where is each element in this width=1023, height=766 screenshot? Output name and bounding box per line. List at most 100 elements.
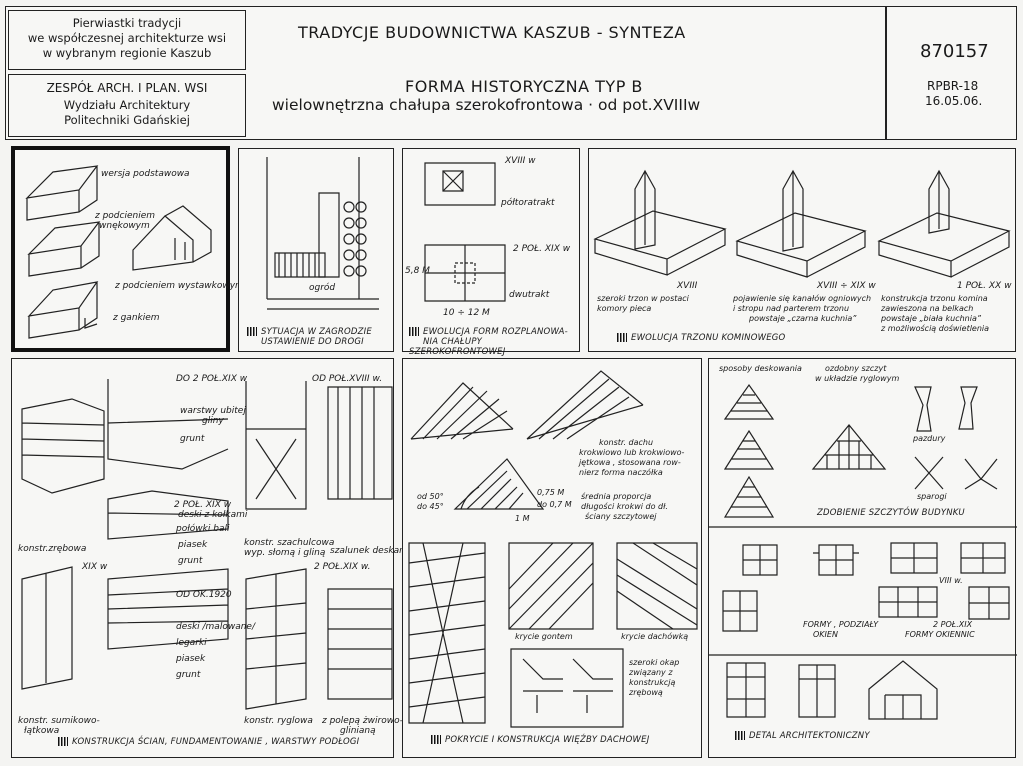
gable-lbl-4: pazdury [913,434,946,443]
chimney-note-3d: z możliwością doświetlenia [881,324,990,333]
evo-label-width: 10 ÷ 12 M [443,308,490,318]
chimney-note-1a: szeroki trzon w postaci [597,294,689,303]
roof-lbl-16: związany z [629,668,673,677]
chimney-label-20c: 1 POŁ. XX w [957,281,1012,291]
roof-lbl-15: szeroki okap [629,658,680,667]
house-label-recess: wnękowym [99,221,150,231]
situation-caption-1: SYTUACJA W ZAGRODZIE [261,327,372,337]
team-line-1: ZESPÓŁ ARCH. I PLAN. WSI [46,81,208,95]
team-box: ZESPÓŁ ARCH. I PLAN. WSI Wydziału Archit… [8,74,246,137]
chimney-note-1b: komory pieca [597,304,652,313]
panel-walls: DO 2 POŁ.XIX w warstwy ubitej gliny grun… [11,358,410,758]
project-box: Pierwiastki tradycji we współczesnej arc… [8,10,246,70]
evo-label-double-tract: dwutrakt [509,290,550,300]
wall-lbl-18: legarki [176,638,207,648]
chimney-note-3c: powstaje „biała kuchnia” [881,314,982,323]
sheet-date: 16.05.06. [925,94,983,108]
evo-label-19c: 2 POŁ. XIX w [513,244,571,254]
walls-caption-text: KONSTRUKCJA ŚCIAN, FUNDAMENTOWANIE , WAR… [72,737,360,747]
roof-lbl-17: konstrukcją [629,678,676,687]
roof-lbl-7: 0,75 M [537,488,565,497]
gable-lbl-5: sparogi [917,492,947,501]
house-label-porch: z gankiem [113,313,160,323]
roof-lbl-4: nierz forma naczółka [579,468,663,477]
house-label-projecting: z podcieniem wystawkowym [115,281,244,291]
detail-caption: DETAL ARCHITEKTONICZNY [735,731,870,742]
roof-lbl-5: od 50° [417,492,444,501]
house-variants-drawing [15,150,234,356]
chimney-evolution-drawing [589,149,1017,353]
wall-lbl-25: z polepą żwirowo- [322,716,403,726]
roof-lbl-3: jętkowa , stosowana row- [579,458,681,467]
roof-lbl-10: średnia proporcja [581,492,652,501]
wall-lbl-7: deski z kołkami [178,510,248,520]
roof-caption-text: POKRYCIE I KONSTRUKCJA WIĘŹBY DACHOWEJ [445,735,650,745]
sheet-subtitle-2: wielownętrzna chałupa szerokofrontowa · … [272,96,701,114]
panel-right: sposoby deskowania ozdobny szczyt w ukła… [708,358,1016,758]
roof-lbl-6: do 45° [417,502,444,511]
situation-caption-2: USTAWIENIE DO DROGI [261,336,364,347]
wall-lbl-2: warstwy ubitej [180,406,246,416]
garden-label: ogród [309,283,336,293]
wall-lbl-13: wyp. słomą i gliną [244,548,326,558]
wall-lbl-19: piasek [176,654,206,664]
project-line-3: w wybranym regionie Kaszub [42,46,212,60]
wall-lbl-26: glinianą [340,726,376,736]
evo-label-18c: XVIII w [505,156,536,166]
chimney-note-2c: powstaje „czarna kuchnia” [749,314,857,323]
wall-lbl-24: konstr. ryglowa [244,716,313,726]
plan-evolution-drawing [403,149,581,353]
chimney-label-18c: XVIII [677,281,698,291]
wall-lbl-22: konstr. sumikowo- [18,716,100,726]
roof-lbl-13: krycie gontem [515,632,573,641]
situation-caption: SYTUACJA W ZAGRODZIE USTAWIENIE DO DROGI [247,327,372,348]
wall-lbl-6: 2 POŁ. XIX w [174,500,232,510]
house-label-arcade: z podcieniem [95,211,156,221]
chimney-caption-text: EWOLUCJA TRZONU KOMINOWEGO [631,333,786,343]
wall-lbl-11: OD POŁ.XVIII w. [312,374,383,384]
roof-lbl-12: ściany szczytowej [585,512,657,521]
window-lbl-5: FORMY OKIENNIC [905,630,975,639]
wall-lbl-14: szalunek deskami [330,546,411,556]
roof-lbl-8: do 0,7 M [537,500,572,509]
chimney-note-2b: i stropu nad parterem trzonu [733,304,850,313]
evo-label-one-and-half: półtoratrakt [501,198,555,208]
panel-house-variants: wersja podstawowa z podcieniem wnękowym … [11,146,244,352]
wall-lbl-21: 2 POŁ.XIX w. [314,562,371,572]
house-label-basic: wersja podstawowa [101,169,190,179]
wall-lbl-9: piasek [178,540,208,550]
wall-lbl-17: deski /malowane/ [176,622,255,632]
chimney-note-3b: zawieszona na belkach [881,304,974,313]
project-line-2: we współczesnej architekturze wsi [27,31,227,45]
evolution-caption-2: NIA CHAŁUPY SZEROKOFRONTOWEJ [409,336,506,357]
window-lbl-3: FORMY , PODZIAŁY [803,620,879,629]
roof-lbl-11: długości krokwi do dł. [581,502,668,511]
evolution-caption-1: EWOLUCJA FORM ROZPLANOWA- [423,327,568,337]
panel-plan-evolution: XVIII w półtoratrakt 2 POŁ. XIX w dwutra… [402,148,581,356]
sheet-ref: RPBR-18 [927,79,979,93]
roof-lbl-18: zrębową [629,688,663,697]
situation-plan-drawing [239,149,395,353]
wall-lbl-4: grunt [180,434,205,444]
team-line-3: Politechniki Gdańskiej [64,113,190,127]
detail-caption-text: DETAL ARCHITEKTONICZNY [749,731,870,741]
gable-lbl-1: sposoby deskowania [719,364,802,373]
wall-lbl-10: grunt [178,556,203,566]
roof-caption: POKRYCIE I KONSTRUKCJA WIĘŹBY DACHOWEJ [431,735,649,746]
wall-lbl-3: gliny [202,416,224,426]
wall-lbl-23: łątkowa [24,726,60,736]
chimney-label-18-19c: XVIII ÷ XIX w [817,281,876,291]
evolution-caption: EWOLUCJA FORM ROZPLANOWA- NIA CHAŁUPY SZ… [409,327,579,357]
wall-lbl-5: konstr.zrębowa [18,544,87,554]
sheet-title: TRADYCJE BUDOWNICTWA KASZUB - SYNTEZA [298,23,686,42]
wall-lbl-15: XIX w [82,562,108,572]
panel-situation: ogród SYTUACJA W ZAGRODZIE USTAWIENIE DO… [238,148,394,352]
roof-lbl-14: krycie dachówką [621,632,689,641]
wall-lbl-16: OD OK.1920 [176,590,232,600]
window-lbl-2: 2 POŁ.XIX [933,620,973,629]
sheet-subtitle: FORMA HISTORYCZNA TYP B [405,77,643,96]
gable-lbl-3: w układzie ryglowym [815,374,900,383]
roof-lbl-9: 1 M [515,514,530,523]
walls-caption: KONSTRUKCJA ŚCIAN, FUNDAMENTOWANIE , WAR… [58,737,359,748]
gables-windows-drawing [709,359,1017,759]
